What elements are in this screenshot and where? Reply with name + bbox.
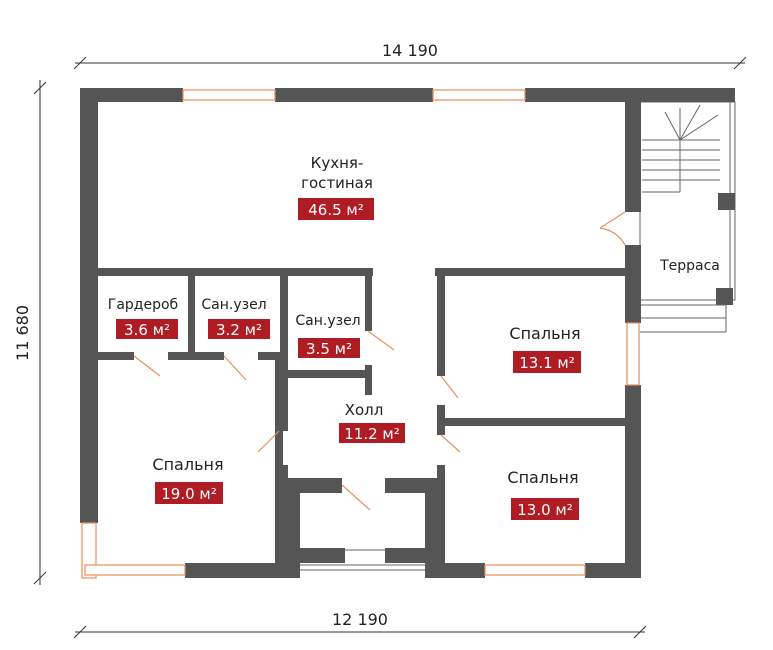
dimension-left-label: 11 680: [13, 305, 32, 361]
room-kitchen-living: Кухня- гостиная 46.5 м²: [298, 154, 374, 220]
terrace: [639, 101, 736, 333]
room-name: Спальня: [507, 468, 578, 487]
room-hall: Холл 11.2 м²: [339, 401, 405, 443]
room-wardrobe: Гардероб 3.6 м²: [108, 297, 178, 339]
room-name: Холл: [345, 401, 384, 419]
room-name: Сан.узел: [295, 313, 360, 329]
dimension-top: 14 190: [73, 41, 747, 70]
entrance: [300, 549, 425, 571]
room-name: Гардероб: [108, 297, 178, 313]
room-area: 3.6 м²: [124, 321, 170, 339]
room-name: гостиная: [301, 174, 373, 192]
room-name: Терраса: [659, 258, 720, 274]
room-name: Спальня: [152, 455, 223, 474]
room-terrace: Терраса: [659, 258, 720, 274]
room-name: Кухня-: [311, 154, 364, 172]
stairs: [642, 104, 720, 193]
dimension-left: 11 680: [13, 80, 47, 585]
dimension-bottom: 12 190: [73, 610, 647, 639]
room-name: Сан.узел: [201, 297, 266, 313]
interior-walls: [98, 268, 625, 563]
room-bedroom-3: Спальня 13.0 м²: [507, 468, 579, 520]
dimension-top-label: 14 190: [382, 41, 438, 60]
terrace-post: [716, 288, 733, 305]
outer-walls: [80, 88, 735, 578]
room-bedroom-1: Спальня 19.0 м²: [152, 455, 224, 504]
room-area: 19.0 м²: [161, 485, 217, 503]
room-area: 13.0 м²: [517, 501, 573, 519]
room-area: 3.5 м²: [306, 340, 352, 358]
room-area: 13.1 м²: [519, 354, 575, 372]
room-area: 3.2 м²: [216, 321, 262, 339]
terrace-post: [718, 193, 735, 210]
dimension-bottom-label: 12 190: [332, 610, 388, 629]
room-area: 11.2 м²: [344, 425, 400, 443]
windows: [81, 89, 640, 579]
room-name: Спальня: [509, 324, 580, 343]
room-bedroom-2: Спальня 13.1 м²: [509, 324, 581, 373]
room-area: 46.5 м²: [308, 201, 364, 219]
room-bathroom-2: Сан.узел 3.5 м²: [295, 313, 361, 358]
room-bathroom-1: Сан.узел 3.2 м²: [201, 297, 270, 339]
doors: [133, 211, 626, 511]
terrace-steps: [640, 304, 727, 333]
